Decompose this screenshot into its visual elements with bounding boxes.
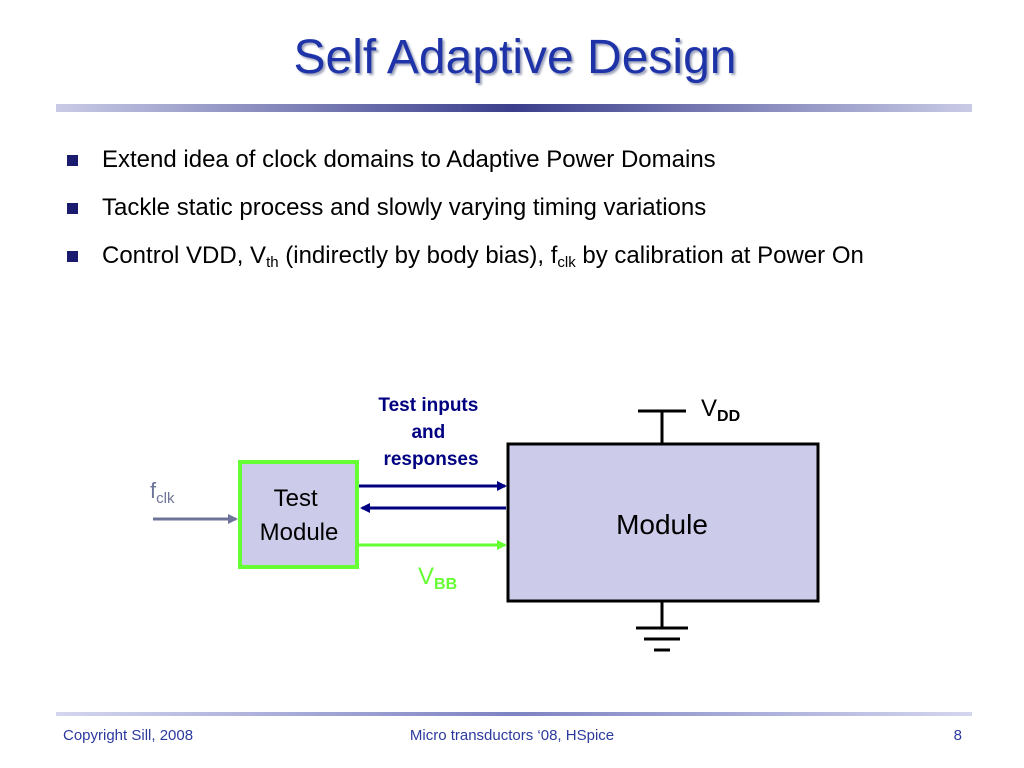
- vdd-label: VDD: [701, 395, 740, 425]
- square-bullet-icon: [67, 251, 78, 262]
- bullet-item: Control VDD, Vth (indirectly by body bia…: [64, 236, 944, 276]
- module-label: Module: [616, 509, 708, 540]
- bullet-item: Extend idea of clock domains to Adaptive…: [64, 140, 944, 180]
- fclk-label: fclk: [150, 478, 175, 507]
- bullet-text: Tackle static process and slowly varying…: [102, 194, 707, 221]
- footer-course: Micro transductors ‘08, HSpice: [409, 727, 615, 744]
- vdd-supply-symbol: [638, 409, 686, 444]
- square-bullet-icon: [67, 155, 78, 166]
- title-divider: [56, 104, 972, 112]
- bullet-item: Tackle static process and slowly varying…: [64, 188, 944, 228]
- slide-title: Self Adaptive Design: [293, 31, 737, 84]
- bullet-list: Extend idea of clock domains to Adaptive…: [64, 140, 944, 284]
- footer-divider: [56, 712, 972, 716]
- test-io-label: Test inputs and responses: [378, 395, 483, 470]
- square-bullet-icon: [67, 203, 78, 214]
- test-module-label: Test Module: [260, 485, 339, 546]
- page-number: 8: [953, 727, 962, 744]
- footer-copyright: Copyright Sill, 2008: [63, 727, 194, 744]
- ground-icon: [636, 601, 688, 652]
- bullet-text: Extend idea of clock domains to Adaptive…: [102, 146, 716, 173]
- bullet-text: Control VDD, Vth (indirectly by body bia…: [102, 242, 864, 271]
- test-module-block: [238, 460, 359, 569]
- vbb-label: VBB: [418, 563, 457, 593]
